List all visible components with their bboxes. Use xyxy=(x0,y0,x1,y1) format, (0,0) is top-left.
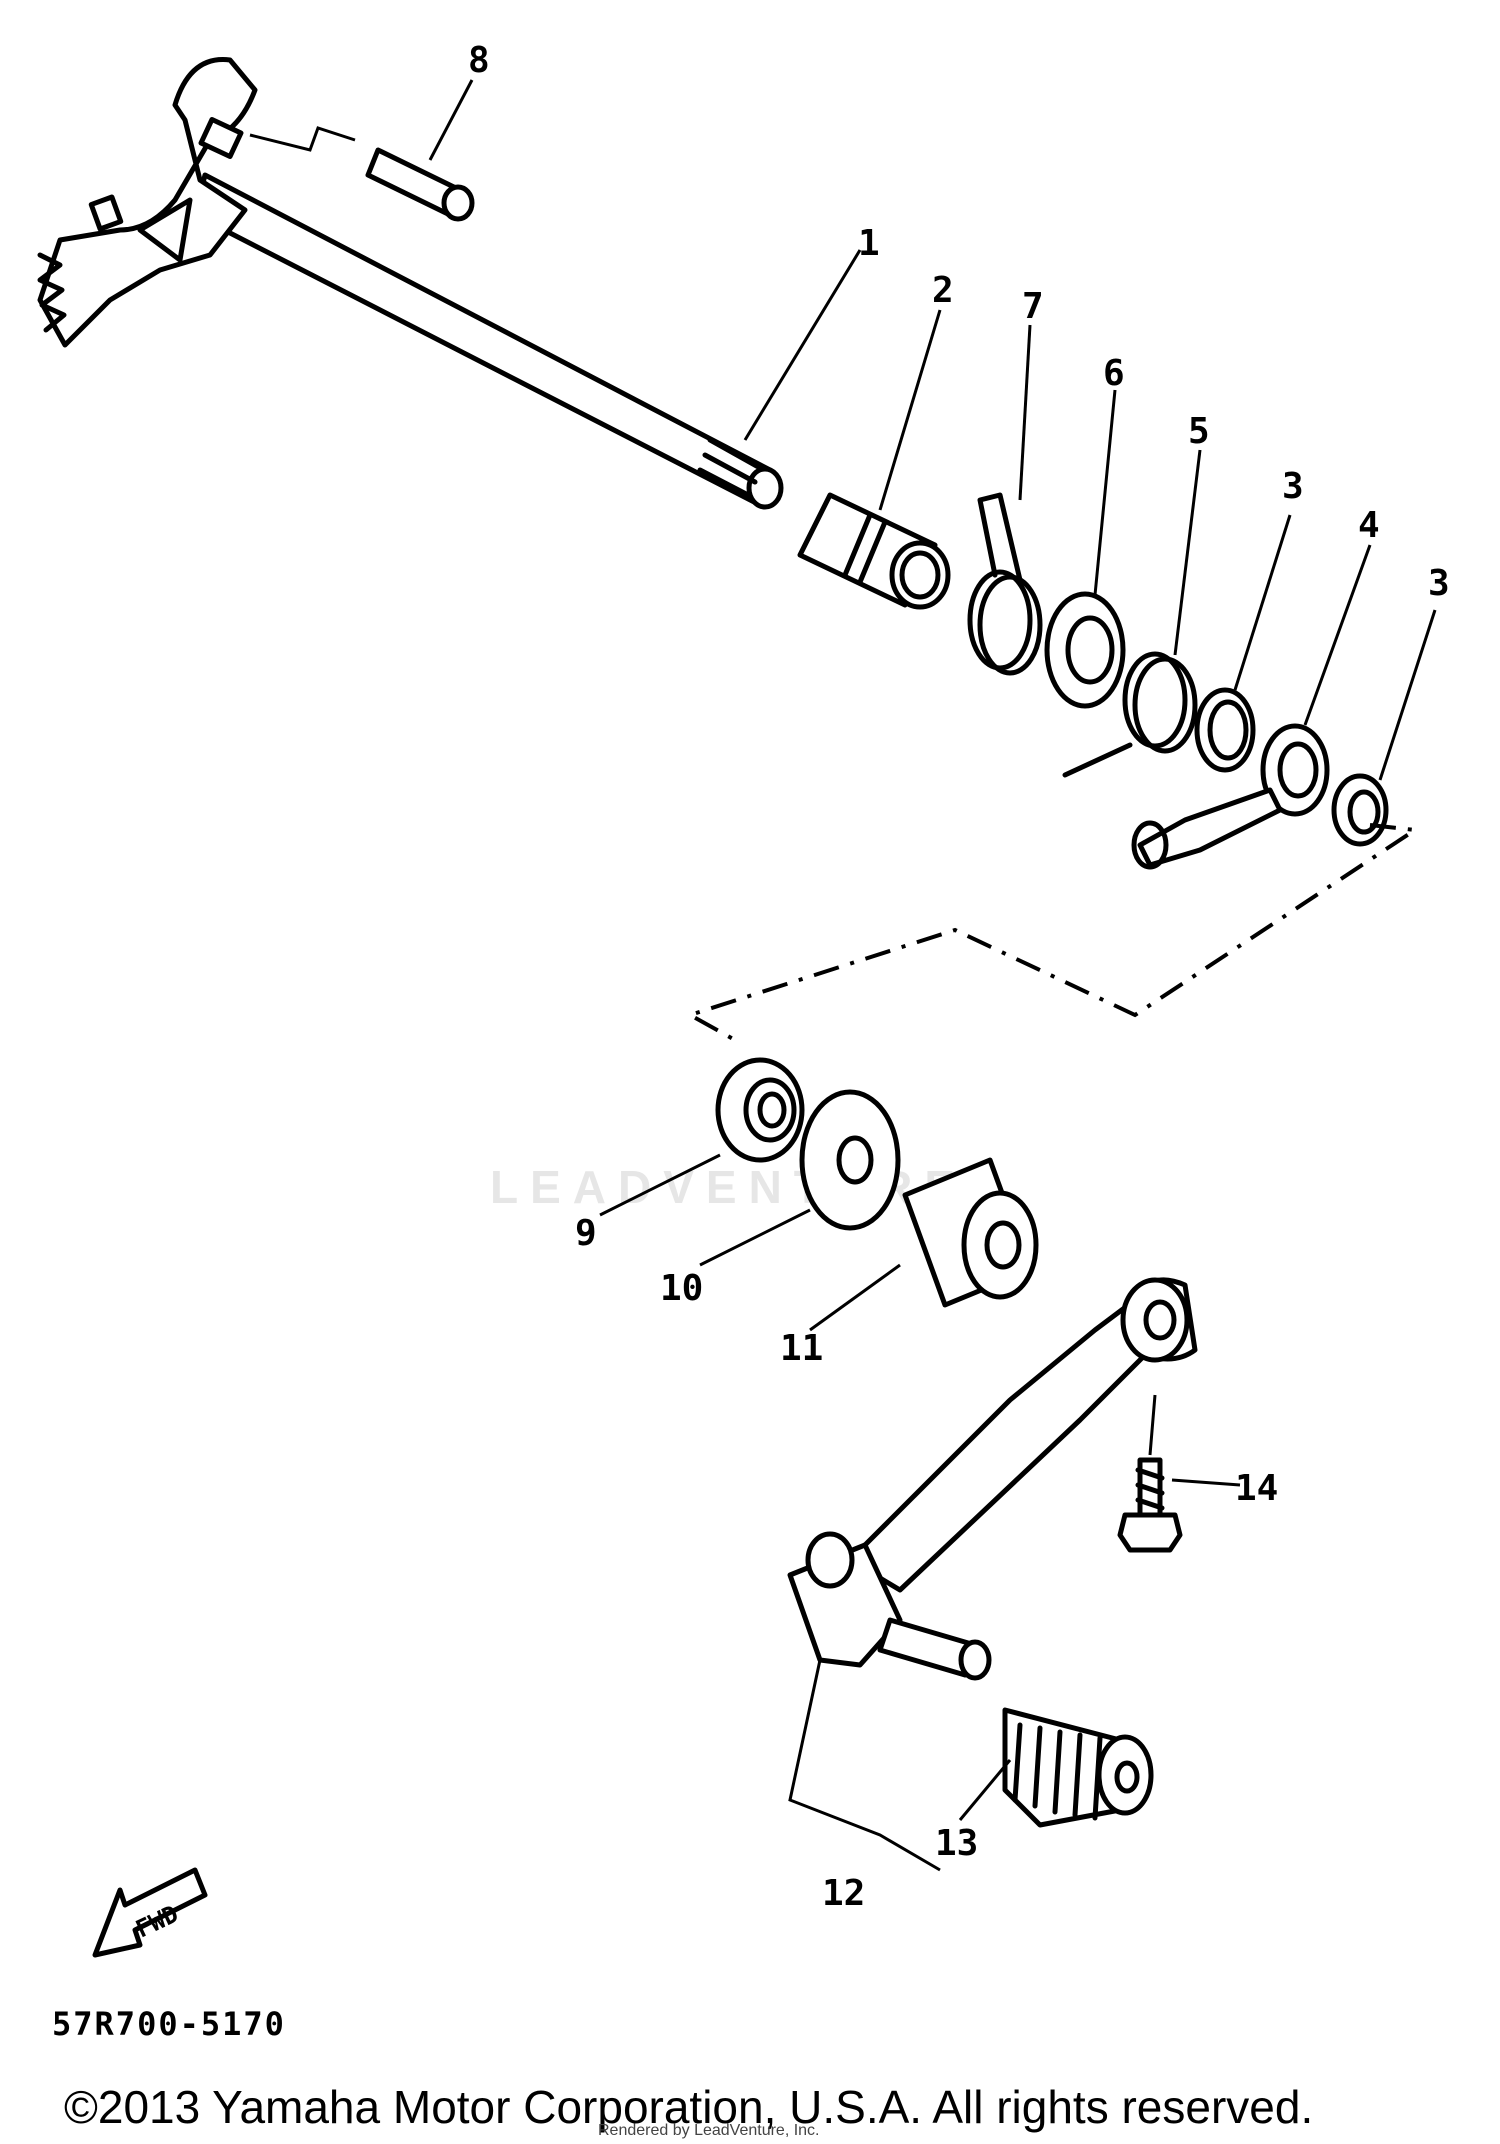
part-14-bolt[interactable] xyxy=(1117,1457,1183,1553)
callout-9: 9 xyxy=(575,1213,597,1254)
part-2-collar[interactable] xyxy=(797,492,951,610)
part-1-shift-shaft[interactable] xyxy=(37,57,784,510)
callout-7: 7 xyxy=(1022,286,1044,327)
rendered-by-text: Rendered by LeadVenture, Inc. xyxy=(598,2122,820,2139)
callout-13: 13 xyxy=(935,1823,978,1864)
part-9-bearing[interactable] xyxy=(715,1057,805,1163)
callout-12: 12 xyxy=(822,1873,865,1914)
part-3-circlip-a[interactable] xyxy=(1194,687,1256,773)
leader-lines xyxy=(428,79,1437,1821)
part-5-spring[interactable] xyxy=(1062,651,1198,778)
callout-5: 5 xyxy=(1188,411,1210,452)
part-6-washer[interactable] xyxy=(1044,591,1126,709)
part-11-collar[interactable] xyxy=(902,1157,1039,1308)
callout-6: 6 xyxy=(1103,353,1125,394)
callout-3: 3 xyxy=(1282,466,1304,507)
fwd-arrow-icon: FWD xyxy=(92,1867,208,1958)
part-13-pedal-rubber[interactable] xyxy=(1002,1707,1154,1828)
callout-10: 10 xyxy=(660,1268,703,1309)
part-7-torsion-spring[interactable] xyxy=(967,492,1043,676)
copyright-text: ©2013 Yamaha Motor Corporation, U.S.A. A… xyxy=(64,2081,1314,2133)
callout-3-repeat: 3 xyxy=(1428,563,1450,604)
callout-14: 14 xyxy=(1235,1468,1278,1509)
part-8-pin[interactable] xyxy=(249,126,475,222)
callout-2: 2 xyxy=(932,270,954,311)
part-code: 57R700-5170 xyxy=(52,2005,286,2043)
part-3-circlip-b[interactable] xyxy=(1331,773,1389,847)
part-10-washer[interactable] xyxy=(799,1089,901,1231)
callout-4: 4 xyxy=(1358,505,1380,546)
assembly-path-line xyxy=(684,823,1421,1042)
part-4-shift-arm[interactable] xyxy=(1131,723,1330,870)
callout-8: 8 xyxy=(468,40,490,81)
callout-1: 1 xyxy=(858,223,880,264)
part-12-shift-pedal[interactable] xyxy=(787,1277,1198,1872)
callout-11: 11 xyxy=(780,1328,823,1369)
callout-labels: 1 2 3 4 5 6 7 8 9 10 11 12 13 14 3 xyxy=(468,40,1450,1914)
